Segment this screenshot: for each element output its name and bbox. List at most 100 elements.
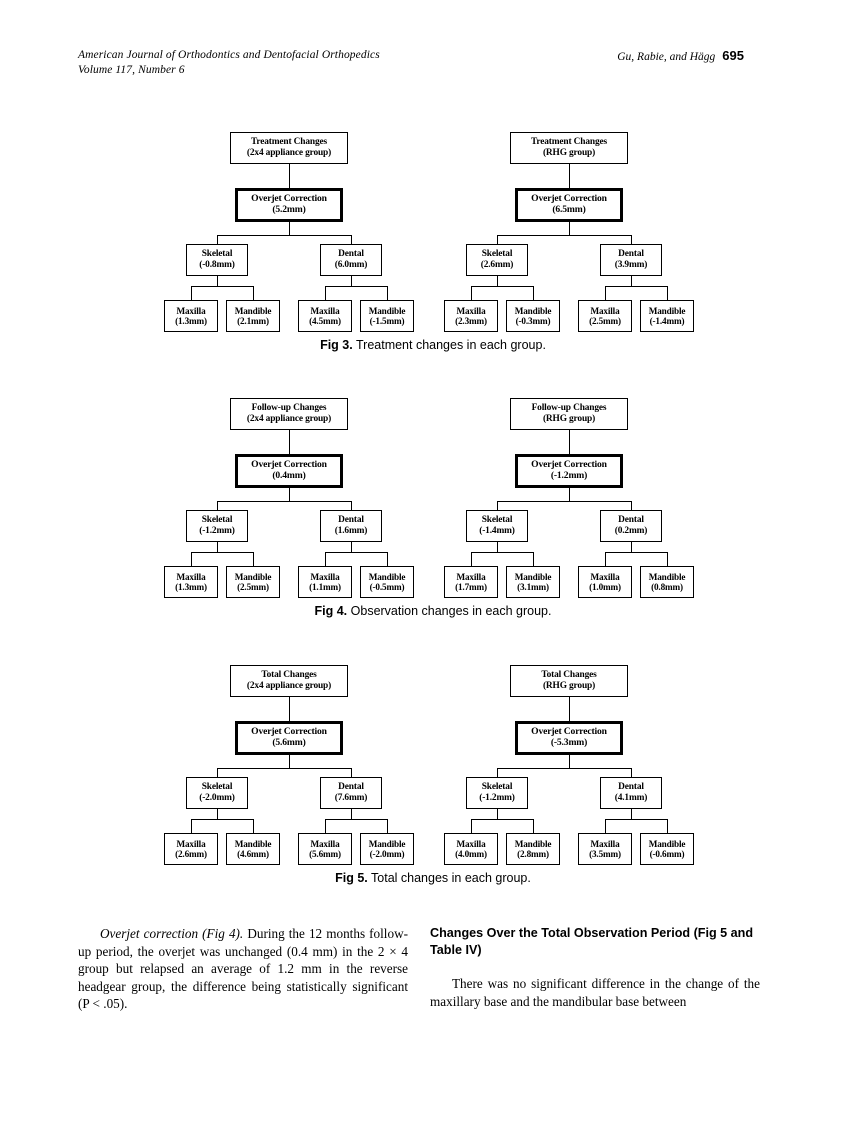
node-leaf-maxilla-2-value: (4.5mm): [309, 316, 341, 326]
flowchart-right: Total Changes(RHG group)Overjet Correcti…: [428, 665, 718, 865]
connector-bus-to-dental: [351, 501, 353, 510]
connector-skeletal-to-mandible: [533, 552, 535, 566]
running-head-journal-block: American Journal of Orthodontics and Den…: [78, 48, 380, 78]
node-skeletal: Skeletal(-1.2mm): [186, 510, 248, 542]
node-leaf-maxilla-0-title: Maxilla: [176, 838, 206, 849]
connector-bus-mid: [497, 235, 631, 237]
node-overjet-correction-title: Overjet Correction: [531, 459, 607, 471]
connector-bus-to-skeletal: [497, 501, 499, 510]
connector-skeletal-stem: [217, 276, 219, 286]
running-head: American Journal of Orthodontics and Den…: [78, 48, 744, 78]
node-dental-title: Dental: [338, 249, 364, 260]
node-overjet-correction-title: Overjet Correction: [531, 193, 607, 205]
connector-skeletal-stem: [497, 542, 499, 552]
flowchart-left: Total Changes(2x4 appliance group)Overje…: [148, 665, 438, 865]
connector-bus-to-skeletal: [217, 501, 219, 510]
connector-dental-to-maxilla: [605, 819, 607, 833]
node-overjet-correction: Overjet Correction(5.6mm): [235, 721, 343, 755]
node-leaf-maxilla-0-title: Maxilla: [456, 571, 486, 582]
node-leaf-mandible-1-value: (3.1mm): [517, 582, 549, 592]
node-leaf-mandible-1-title: Mandible: [514, 571, 552, 582]
node-leaf-mandible-3-title: Mandible: [368, 305, 406, 316]
connector-dental-to-maxilla: [605, 552, 607, 566]
node-leaf-maxilla-0-value: (1.3mm): [175, 316, 207, 326]
flowchart-right: Follow-up Changes(RHG group)Overjet Corr…: [428, 398, 718, 598]
node-overjet-correction-title: Overjet Correction: [251, 726, 327, 738]
node-dental: Dental(1.6mm): [320, 510, 382, 542]
node-leaf-mandible-3-title: Mandible: [368, 571, 406, 582]
node-overjet-correction: Overjet Correction(5.2mm): [235, 188, 343, 222]
node-leaf-mandible-1-value: (2.1mm): [237, 316, 269, 326]
node-leaf-maxilla-2: Maxilla(4.5mm): [298, 300, 352, 332]
node-leaf-mandible-3-title: Mandible: [368, 838, 406, 849]
node-root-title: Treatment Changes: [530, 137, 607, 148]
node-skeletal-value: (2.6mm): [480, 260, 514, 270]
node-overjet-correction: Overjet Correction(0.4mm): [235, 454, 343, 488]
node-overjet-correction: Overjet Correction(-5.3mm): [515, 721, 623, 755]
node-dental-title: Dental: [618, 515, 644, 526]
node-leaf-mandible-3-value: (-0.5mm): [369, 582, 405, 592]
connector-bus-to-dental: [631, 768, 633, 777]
connector-dental-to-mandible: [667, 286, 669, 300]
node-root-title: Follow-up Changes: [251, 403, 327, 414]
node-leaf-maxilla-2-value: (5.6mm): [309, 849, 341, 859]
figure-caption-label: Fig 3.: [320, 338, 353, 352]
node-leaf-mandible-3: Mandible(-0.5mm): [360, 566, 414, 598]
connector-dental-stem: [351, 276, 353, 286]
volume-issue: Volume 117, Number 6: [78, 64, 185, 76]
node-dental-title: Dental: [618, 249, 644, 260]
node-skeletal: Skeletal(2.6mm): [466, 244, 528, 276]
connector-dental-to-maxilla: [605, 286, 607, 300]
node-leaf-mandible-3: Mandible(-0.6mm): [640, 833, 694, 865]
connector-bus-to-dental: [351, 768, 353, 777]
node-dental-value: (1.6mm): [334, 526, 368, 536]
flowchart-right: Treatment Changes(RHG group) Overjet Corr…: [428, 132, 718, 332]
figure-diagram-row: Treatment Changes(2x4 appliance group)Ov…: [0, 132, 866, 332]
journal-title: American Journal of Orthodontics and Den…: [78, 49, 380, 61]
node-leaf-mandible-3-value: (-0.6mm): [649, 849, 685, 859]
node-skeletal-title: Skeletal: [201, 249, 233, 260]
connector-skeletal-to-maxilla: [471, 552, 473, 566]
connector-bus-to-dental: [631, 235, 633, 244]
connector-skeletal-to-mandible: [253, 286, 255, 300]
figure-fig4: Follow-up Changes(2x4 appliance group)Ov…: [0, 398, 866, 618]
node-leaf-maxilla-0-title: Maxilla: [176, 305, 206, 316]
node-overjet-correction-value: (-5.3mm): [550, 737, 588, 748]
node-leaf-mandible-1: Mandible(2.1mm): [226, 300, 280, 332]
node-overjet-correction: Overjet Correction(-1.2mm): [515, 454, 623, 488]
connector-dental-to-mandible: [387, 819, 389, 833]
node-overjet-correction-value: (5.6mm): [272, 737, 306, 748]
node-leaf-mandible-3: Mandible(-1.4mm): [640, 300, 694, 332]
node-overjet-correction: Overjet Correction(6.5mm): [515, 188, 623, 222]
node-leaf-mandible-1-value: (2.5mm): [237, 582, 269, 592]
connector-skeletal-bus: [471, 286, 533, 288]
connector-bus-mid: [497, 768, 631, 770]
connector-root-to-overjet: [289, 697, 291, 721]
node-dental-value: (0.2mm): [614, 526, 648, 536]
figure-caption-label: Fig 5.: [335, 871, 368, 885]
node-dental-title: Dental: [338, 515, 364, 526]
node-leaf-maxilla-0: Maxilla(1.7mm): [444, 566, 498, 598]
node-skeletal: Skeletal(-2.0mm): [186, 777, 248, 809]
node-dental: Dental(7.6mm): [320, 777, 382, 809]
connector-dental-bus: [325, 552, 387, 554]
connector-bus-to-skeletal: [497, 768, 499, 777]
node-overjet-correction-title: Overjet Correction: [251, 193, 327, 205]
node-leaf-mandible-3: Mandible(0.8mm): [640, 566, 694, 598]
node-leaf-maxilla-0: Maxilla(2.3mm): [444, 300, 498, 332]
connector-root-to-overjet: [289, 430, 291, 454]
author-list: Gu, Rabie, and Hägg: [617, 51, 716, 63]
node-leaf-maxilla-2: Maxilla(1.0mm): [578, 566, 632, 598]
connector-dental-bus: [605, 819, 667, 821]
node-root-title: Total Changes: [541, 670, 597, 681]
paragraph-text: During the 12 months follow-up period, t…: [78, 926, 408, 1012]
node-leaf-mandible-3-value: (-1.4mm): [649, 316, 685, 326]
connector-skeletal-bus: [471, 552, 533, 554]
node-root: Treatment Changes(RHG group): [510, 132, 628, 164]
node-skeletal-title: Skeletal: [481, 515, 513, 526]
node-leaf-mandible-1-value: (-0.3mm): [515, 316, 551, 326]
node-dental-title: Dental: [618, 782, 644, 793]
node-leaf-maxilla-2-title: Maxilla: [310, 571, 340, 582]
node-leaf-mandible-1-title: Mandible: [234, 571, 272, 582]
